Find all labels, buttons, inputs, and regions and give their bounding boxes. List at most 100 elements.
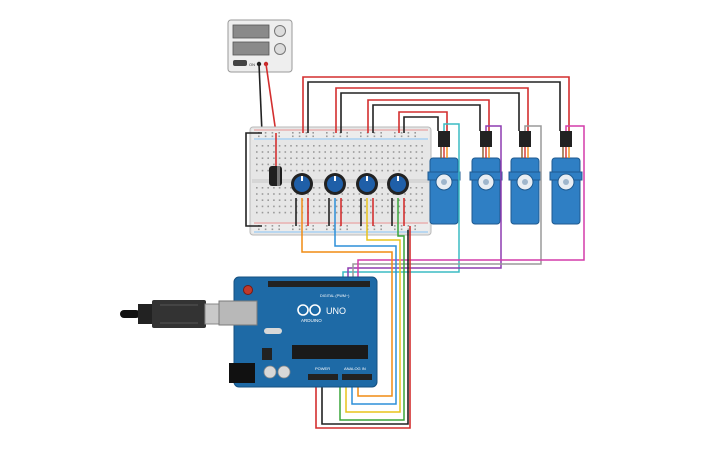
potentiometer-2[interactable] [324,173,346,195]
breadboard-hole [318,199,321,201]
breadboard-hole [307,193,309,195]
capacitor-1 [263,365,277,379]
potentiometer-1[interactable] [291,173,313,195]
supply-knob-bottom[interactable] [274,43,286,55]
breadboard-hole [332,135,335,138]
breadboard-hole [335,151,338,153]
breadboard-hole [421,193,423,195]
breadboard-hole [398,145,401,147]
breadboard-hole [290,199,292,201]
supply-power-switch[interactable] [233,60,247,66]
usb-port[interactable] [218,300,258,326]
breadboard-hole [278,145,281,147]
breadboard-hole [358,163,361,166]
breadboard-hole [273,151,275,153]
breadboard-hole [421,157,423,159]
breadboard-hole [261,193,264,195]
breadboard-hole [295,157,298,159]
breadboard-hole [360,228,362,231]
breadboard-hole [392,163,395,166]
power-header[interactable] [308,374,338,380]
breadboard-hole [273,157,275,159]
reset-button[interactable] [243,285,253,295]
breadboard-hole [394,135,396,138]
breadboard-hole [409,193,412,195]
supply-terminal-neg[interactable] [256,61,262,67]
breadboard-hole [392,151,395,153]
electrolytic-capacitor[interactable] [269,166,282,186]
breadboard-hole [284,211,287,214]
breadboard-hole [261,163,264,166]
breadboard-hole [415,211,418,214]
breadboard-hole [330,199,332,201]
potentiometer-3[interactable] [356,173,378,195]
breadboard-hole [404,193,406,195]
breadboard-hole [335,211,338,214]
analog-header[interactable] [342,374,372,380]
breadboard-hole [292,132,294,134]
power-supply[interactable]: ON [227,19,293,73]
breadboard-hole [278,228,280,231]
breadboard-hole [298,225,301,227]
breadboard-hole [305,228,308,231]
breadboard-hole [290,211,292,214]
breadboard-hole [341,151,344,153]
servo-1[interactable] [427,131,461,225]
breadboard-hole [330,205,332,208]
breadboard-hole [380,132,382,134]
breadboard-hole [301,169,304,172]
breadboard-hole [414,228,416,231]
servo-4[interactable] [549,131,583,225]
breadboard-hole [313,169,315,172]
supply-knob-top[interactable] [274,25,286,37]
breadboard-hole [347,211,349,214]
breadboard-hole [346,228,348,231]
digital-header[interactable] [268,281,370,287]
servo-2[interactable] [469,131,503,225]
breadboard-hole [381,187,383,189]
breadboard-hole [415,205,418,208]
breadboard-hole [278,211,281,214]
breadboard-hole [407,228,410,231]
breadboard-hole [347,157,349,159]
breadboard-hole [256,151,258,153]
potentiometer-4[interactable] [387,173,409,195]
breadboard-hole [273,145,275,147]
breadboard-hole [375,145,378,147]
breadboard-hole [261,169,264,172]
breadboard-hole [373,135,376,138]
breadboard-hole [341,205,344,208]
breadboard-hole [381,205,383,208]
breadboard-hole [347,205,349,208]
supply-terminal-pos[interactable] [263,61,269,67]
breadboard-hole [313,145,315,147]
breadboard-hole [307,169,309,172]
breadboard-hole [324,199,326,201]
breadboard-bottom-rail [252,222,429,233]
breadboard-hole [400,225,403,227]
breadboard-hole [409,199,412,201]
servo-power-wires [302,76,570,133]
breadboard-hole [375,205,378,208]
breadboard-hole [381,211,383,214]
breadboard-hole [346,135,348,138]
dc-jack[interactable] [229,363,255,383]
breadboard-top-rail [252,129,429,140]
breadboard-hole [409,169,412,172]
arduino-brand: ARDUINO [301,318,322,323]
breadboard-hole [256,163,258,166]
servo-3[interactable] [508,131,542,225]
breadboard-hole [370,211,372,214]
arduino-uno[interactable]: ARDUINO UNO DIGITAL (PWM~) POWER ANALOG … [218,276,378,388]
breadboard-hole [398,163,401,166]
breadboard-hole [415,157,418,159]
breadboard-hole [407,132,410,134]
breadboard-hole [313,157,315,159]
breadboard-hole [415,187,418,189]
breadboard-hole [256,211,258,214]
potentiometers [291,173,409,195]
breadboard-hole [360,132,362,134]
breadboard-hole [307,163,309,166]
breadboard-hole [284,151,287,153]
breadboard-hole [258,135,260,138]
